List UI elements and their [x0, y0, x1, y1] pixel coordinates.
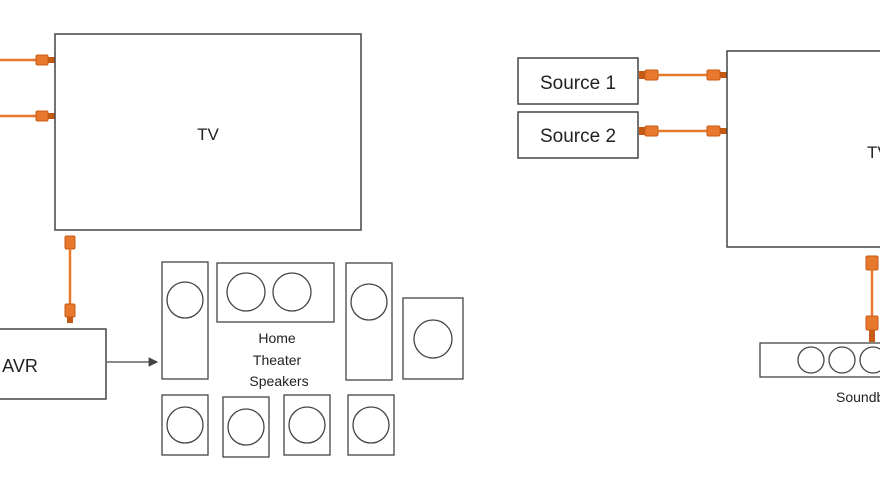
tv-label-right: TV — [867, 143, 880, 162]
speaker-driver-icon — [288, 406, 326, 444]
speaker-driver-icon — [413, 319, 453, 359]
soundbar-label: Soundbar — [836, 389, 880, 405]
tv-label: TV — [197, 125, 219, 144]
avr-label: AVR — [2, 356, 38, 376]
tv-box-right — [726, 50, 880, 248]
hdmi-cable-tv-to-avr — [64, 235, 76, 323]
source1-label: Source 1 — [540, 73, 616, 94]
source1-box — [517, 57, 639, 105]
tv-box — [54, 33, 362, 231]
left-setup: TV AVR — [0, 33, 464, 458]
speaker-front-right — [345, 262, 393, 381]
speaker-surround-3 — [283, 394, 331, 456]
source2-label: Source 2 — [540, 126, 616, 147]
speakers-label-line-3: Speakers — [249, 373, 308, 389]
speakers-label-line-2: Theater — [253, 352, 302, 368]
speaker-surround-1 — [161, 394, 209, 456]
speaker-front-left — [161, 261, 209, 380]
speaker-driver-icon — [166, 281, 204, 319]
speaker-driver-icon — [227, 408, 265, 446]
hdmi-cable-source2-to-tv — [639, 125, 727, 137]
right-setup: Source 1 Source 2 TV — [517, 50, 880, 405]
source2-box — [517, 111, 639, 159]
speaker-center — [216, 262, 335, 323]
speaker-driver-icon — [226, 272, 266, 312]
speaker-driver-icon — [350, 283, 388, 321]
hdmi-cable-tv-to-soundbar — [865, 255, 879, 342]
soundbar — [759, 342, 880, 378]
hdmi-cable-left-bottom — [0, 110, 55, 122]
speaker-surround-4 — [347, 394, 395, 456]
speaker-subwoofer — [402, 297, 464, 380]
speakers-label: Home Theater Speakers — [249, 330, 308, 389]
speaker-driver-icon — [797, 346, 825, 374]
home-theater-speakers — [161, 261, 464, 458]
speaker-driver-icon — [166, 406, 204, 444]
speaker-surround-2 — [222, 396, 270, 458]
speakers-label-line-1: Home — [258, 330, 296, 346]
avr-box — [0, 328, 107, 400]
speaker-driver-icon — [272, 272, 312, 312]
speaker-driver-icon — [352, 406, 390, 444]
speaker-driver-icon — [859, 346, 880, 374]
hdmi-cable-left-top — [0, 54, 55, 66]
speaker-driver-icon — [828, 346, 856, 374]
hdmi-cable-source1-to-tv — [639, 69, 727, 81]
